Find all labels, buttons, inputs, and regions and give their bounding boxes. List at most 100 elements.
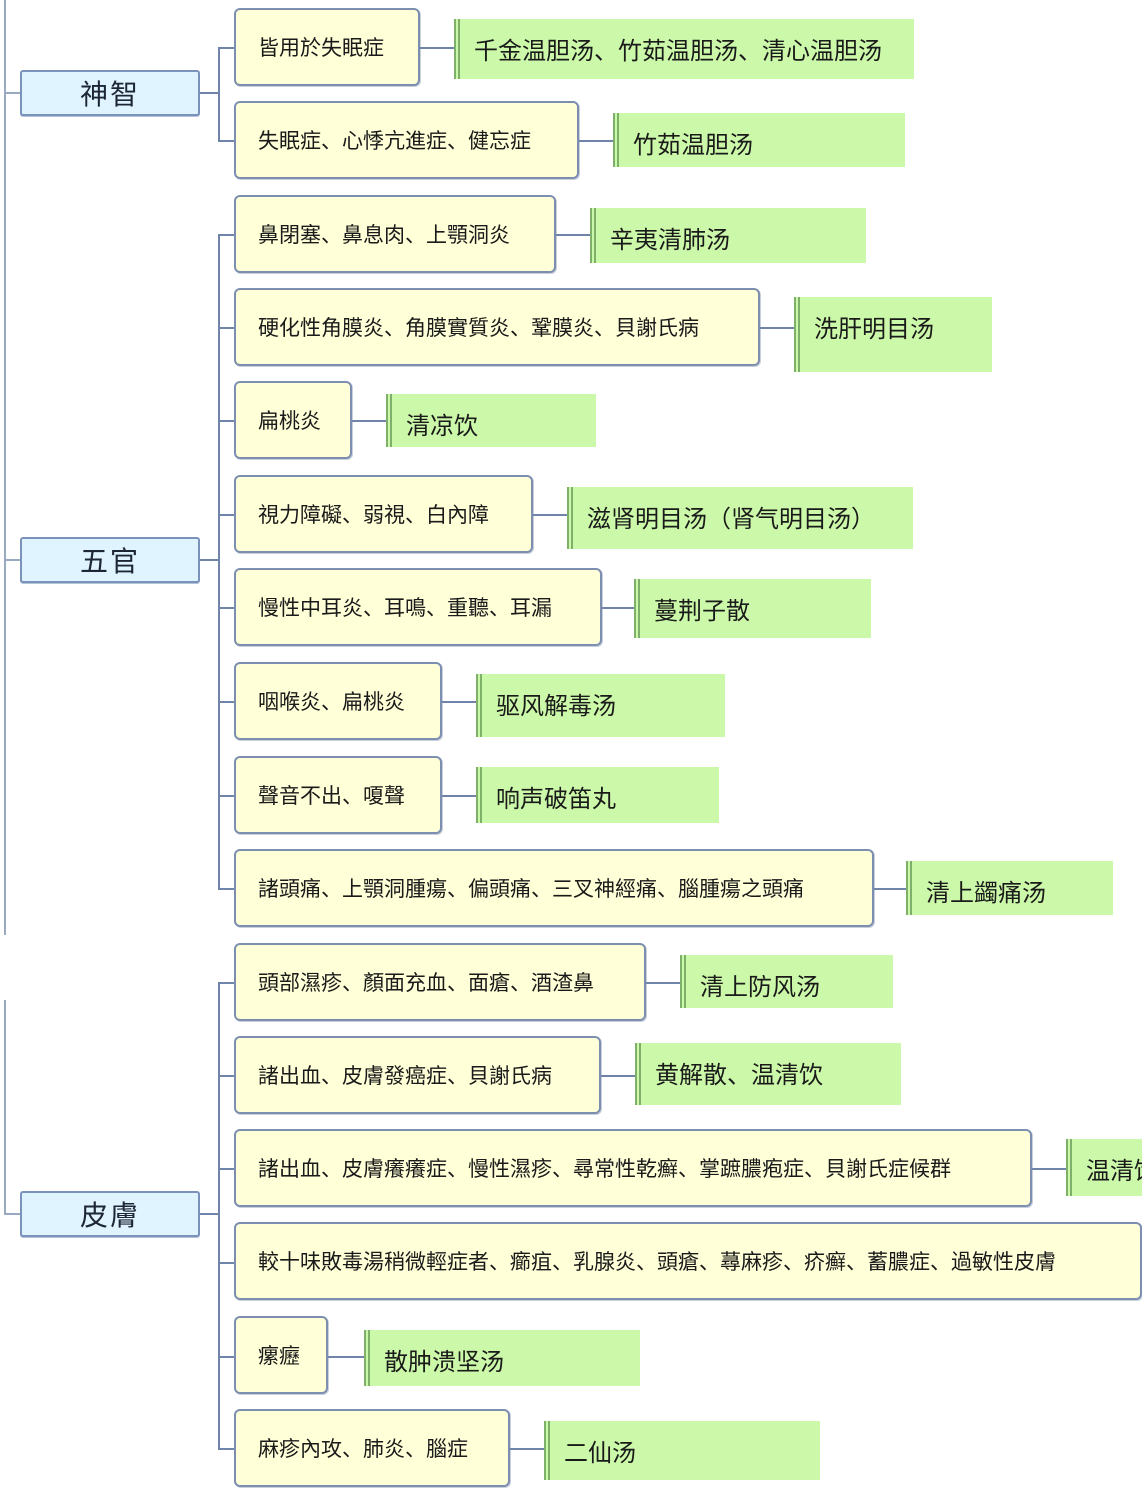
link xyxy=(1032,1168,1066,1170)
stub xyxy=(218,140,234,142)
condition-text: 較十味敗毒湯稍微輕症者、癤疽、乳腺炎、頭瘡、蕁麻疹、疥癬、蓄膿症、過敏性皮膚 xyxy=(258,1250,1056,1274)
condition-text: 扁桃炎 xyxy=(258,409,321,433)
remedy-node[interactable]: 辛夷清肺汤 xyxy=(590,208,866,263)
category-shenzhi[interactable]: 神智 xyxy=(20,70,200,116)
trunk-stub-3 xyxy=(4,1213,20,1215)
condition-text: 鼻閉塞、鼻息肉、上顎洞炎 xyxy=(258,223,510,247)
condition-text: 視力障礙、弱視、白內障 xyxy=(258,503,489,527)
condition-text: 皆用於失眠症 xyxy=(258,36,384,60)
stub xyxy=(218,1448,234,1450)
condition-node[interactable]: 皆用於失眠症 xyxy=(234,8,420,86)
condition-text: 瘰癧 xyxy=(258,1344,300,1368)
condition-node[interactable]: 慢性中耳炎、耳鳴、重聽、耳漏 xyxy=(234,568,602,646)
remedy-text: 千金温胆汤、竹茹温胆汤、清心温胆汤 xyxy=(474,37,882,65)
category-label: 神智 xyxy=(79,78,140,111)
trunk-stub-2 xyxy=(4,559,20,561)
remedy-text: 二仙汤 xyxy=(564,1439,636,1467)
condition-text: 頭部濕疹、顏面充血、面瘡、酒渣鼻 xyxy=(258,971,594,995)
link xyxy=(442,795,476,797)
condition-node[interactable]: 硬化性角膜炎、角膜實質炎、鞏膜炎、貝謝氏病 xyxy=(234,288,760,366)
condition-node[interactable]: 視力障礙、弱視、白內障 xyxy=(234,475,533,553)
remedy-node[interactable]: 温清饮 xyxy=(1066,1139,1142,1196)
stub xyxy=(218,701,234,703)
stub xyxy=(218,327,234,329)
link xyxy=(579,140,613,142)
link xyxy=(602,607,634,609)
stub xyxy=(218,795,234,797)
stub xyxy=(218,888,234,890)
remedy-node[interactable]: 黄解散、温清饮 xyxy=(635,1043,901,1105)
connector xyxy=(200,92,218,94)
category-wuguan[interactable]: 五官 xyxy=(20,537,200,583)
bracket-shenzhi xyxy=(218,47,220,140)
condition-node[interactable]: 較十味敗毒湯稍微輕症者、癤疽、乳腺炎、頭瘡、蕁麻疹、疥癬、蓄膿症、過敏性皮膚 xyxy=(234,1222,1142,1300)
stub xyxy=(218,514,234,516)
condition-text: 麻疹內攻、肺炎、腦症 xyxy=(258,1437,468,1461)
remedy-node[interactable]: 清上蠲痛汤 xyxy=(906,861,1113,915)
link xyxy=(352,420,386,422)
trunk-stub-1 xyxy=(4,92,20,94)
trunk-line-lower xyxy=(4,1000,6,1215)
remedy-text: 滋肾明目汤（肾气明目汤） xyxy=(587,505,875,533)
condition-node[interactable]: 諸出血、皮膚發癌症、貝謝氏病 xyxy=(234,1036,601,1114)
link xyxy=(442,701,476,703)
link xyxy=(760,327,794,329)
link xyxy=(328,1356,364,1358)
category-pifu[interactable]: 皮膚 xyxy=(20,1191,200,1237)
link xyxy=(420,47,454,49)
condition-text: 慢性中耳炎、耳鳴、重聽、耳漏 xyxy=(258,596,552,620)
stub xyxy=(218,1075,234,1077)
link xyxy=(646,982,680,984)
condition-text: 諸出血、皮膚癢癢症、慢性濕疹、尋常性乾癬、掌蹠膿疱症、貝謝氏症候群 xyxy=(258,1157,951,1181)
remedy-text: 清上蠲痛汤 xyxy=(926,879,1046,907)
condition-node[interactable]: 諸出血、皮膚癢癢症、慢性濕疹、尋常性乾癬、掌蹠膿疱症、貝謝氏症候群 xyxy=(234,1129,1032,1207)
condition-text: 諸出血、皮膚發癌症、貝謝氏病 xyxy=(258,1064,552,1088)
remedy-node[interactable]: 清上防风汤 xyxy=(680,955,893,1008)
condition-text: 失眠症、心悸亢進症、健忘症 xyxy=(258,129,531,153)
condition-node[interactable]: 頭部濕疹、顏面充血、面瘡、酒渣鼻 xyxy=(234,943,646,1021)
bracket-wuguan xyxy=(218,234,220,889)
category-label: 皮膚 xyxy=(79,1199,140,1232)
remedy-text: 蔓荆子散 xyxy=(654,597,750,625)
condition-text: 聲音不出、嗄聲 xyxy=(258,784,405,808)
condition-node[interactable]: 麻疹內攻、肺炎、腦症 xyxy=(234,1409,510,1487)
stub xyxy=(218,607,234,609)
condition-node[interactable]: 失眠症、心悸亢進症、健忘症 xyxy=(234,101,579,179)
condition-node[interactable]: 扁桃炎 xyxy=(234,381,352,459)
link xyxy=(556,234,590,236)
connector xyxy=(200,1213,218,1215)
stub xyxy=(218,47,234,49)
remedy-text: 洗肝明目汤 xyxy=(814,315,934,343)
remedy-node[interactable]: 洗肝明目汤 xyxy=(794,297,992,372)
remedy-node[interactable]: 响声破笛丸 xyxy=(476,767,719,823)
remedy-text: 清凉饮 xyxy=(406,412,478,440)
remedy-node[interactable]: 驱风解毒汤 xyxy=(476,674,725,737)
condition-text: 硬化性角膜炎、角膜實質炎、鞏膜炎、貝謝氏病 xyxy=(258,316,699,340)
remedy-node[interactable]: 二仙汤 xyxy=(544,1421,820,1480)
remedy-text: 散肿溃坚汤 xyxy=(384,1348,504,1376)
condition-node[interactable]: 聲音不出、嗄聲 xyxy=(234,756,442,834)
condition-node[interactable]: 諸頭痛、上顎洞腫瘍、偏頭痛、三叉神經痛、腦腫瘍之頭痛 xyxy=(234,849,874,927)
remedy-text: 温清饮 xyxy=(1086,1157,1142,1185)
link xyxy=(601,1075,635,1077)
condition-node[interactable]: 鼻閉塞、鼻息肉、上顎洞炎 xyxy=(234,195,556,273)
condition-node[interactable]: 瘰癧 xyxy=(234,1316,328,1394)
trunk-line xyxy=(4,0,6,935)
remedy-text: 辛夷清肺汤 xyxy=(610,226,730,254)
connector xyxy=(200,559,218,561)
stub xyxy=(218,234,234,236)
remedy-node[interactable]: 千金温胆汤、竹茹温胆汤、清心温胆汤 xyxy=(454,19,914,79)
stub xyxy=(218,1356,234,1358)
remedy-node[interactable]: 散肿溃坚汤 xyxy=(364,1330,640,1386)
link xyxy=(510,1448,544,1450)
remedy-node[interactable]: 滋肾明目汤（肾气明目汤） xyxy=(567,487,913,549)
remedy-node[interactable]: 竹茹温胆汤 xyxy=(613,113,905,167)
remedy-text: 黄解散、温清饮 xyxy=(655,1061,823,1089)
condition-node[interactable]: 咽喉炎、扁桃炎 xyxy=(234,662,442,740)
remedy-text: 竹茹温胆汤 xyxy=(633,131,753,159)
remedy-node[interactable]: 蔓荆子散 xyxy=(634,579,871,638)
link xyxy=(533,514,567,516)
condition-text: 咽喉炎、扁桃炎 xyxy=(258,690,405,714)
remedy-node[interactable]: 清凉饮 xyxy=(386,394,596,447)
